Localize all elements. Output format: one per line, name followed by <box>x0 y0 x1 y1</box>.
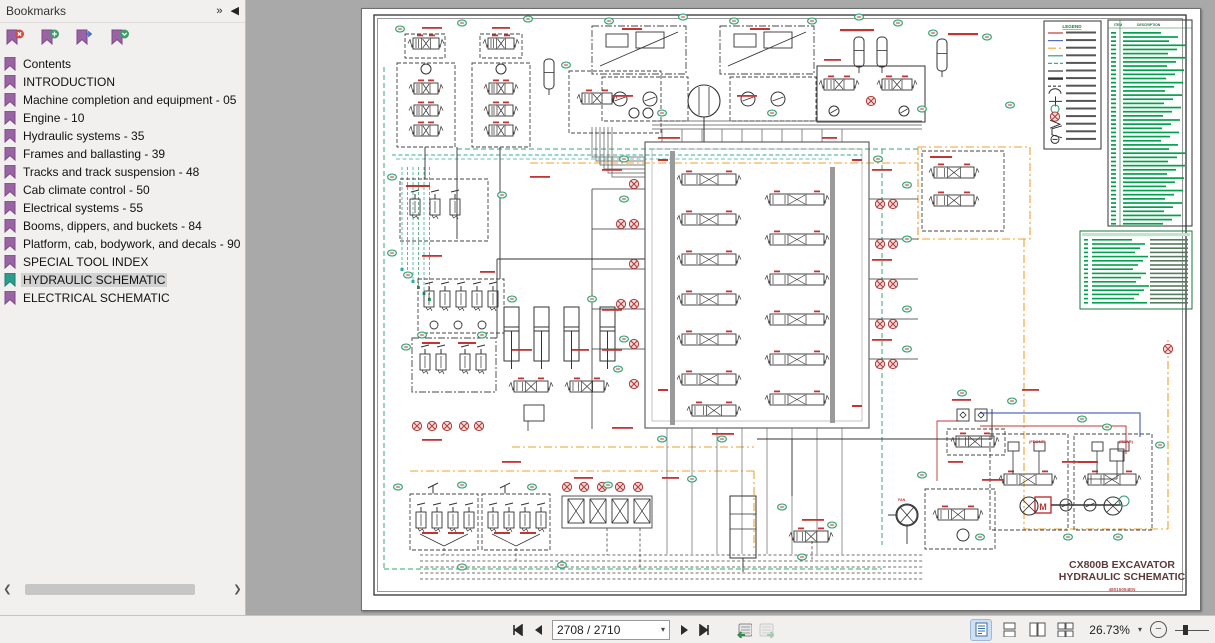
bookmarks-hscrollbar[interactable]: ❮ ❯ <box>0 582 245 597</box>
bookmark-item[interactable]: Electrical systems - 55 <box>0 199 245 217</box>
bookmark-flag-icon <box>4 273 16 287</box>
bookmarks-panel-header: Bookmarks » ◀ <box>0 0 245 23</box>
bookmark-item[interactable]: Booms, dippers, and buckets - 84 <box>0 217 245 235</box>
continuous-scroll-view-button[interactable] <box>999 620 1019 640</box>
zoom-level-value[interactable]: 26.73% <box>1089 622 1130 637</box>
bookmark-flag-icon <box>4 237 16 251</box>
hydraulic-schematic-drawing: CX800B EXCAVATOR HYDRAULIC SCHEMATIC 480… <box>373 13 1193 596</box>
first-page-button[interactable] <box>508 622 524 638</box>
bookmark-item[interactable]: Tracks and track suspension - 48 <box>0 163 245 181</box>
bookmark-item-label[interactable]: Tracks and track suspension - 48 <box>23 165 200 179</box>
bookmark-item-label[interactable]: Platform, cab, bodywork, and decals - 90 <box>23 237 241 251</box>
bookmark-item[interactable]: ELECTRICAL SCHEMATIC <box>0 289 245 307</box>
bookmark-item-label[interactable]: Electrical systems - 55 <box>23 201 144 215</box>
hscroll-left-arrow[interactable]: ❮ <box>0 582 15 597</box>
bookmark-item[interactable]: SPECIAL TOOL INDEX <box>0 253 245 271</box>
hscroll-track[interactable] <box>15 582 230 597</box>
bookmarks-toolbar <box>0 23 245 51</box>
previous-page-button[interactable] <box>530 622 546 638</box>
zoom-slider-track[interactable] <box>1175 629 1209 631</box>
bookmark-item-label[interactable]: Contents <box>23 57 72 71</box>
zoom-out-button[interactable]: − <box>1150 621 1167 638</box>
bookmark-item[interactable]: Platform, cab, bodywork, and decals - 90 <box>0 235 245 253</box>
next-page-button[interactable] <box>676 622 692 638</box>
schematic-title-block: CX800B EXCAVATOR HYDRAULIC SCHEMATIC 480… <box>1059 559 1186 592</box>
bookmark-item[interactable]: Machine completion and equipment - 05 <box>0 91 245 109</box>
bookmark-item-label[interactable]: Engine - 10 <box>23 111 85 125</box>
bookmark-item-label[interactable]: SPECIAL TOOL INDEX <box>23 255 149 269</box>
bookmark-flag-icon <box>4 147 16 161</box>
panel-options-icon[interactable]: » <box>216 4 223 17</box>
bookmark-flag-icon <box>4 291 16 305</box>
bookmark-item-label[interactable]: Machine completion and equipment - 05 <box>23 93 237 107</box>
bookmark-flag-icon <box>4 183 16 197</box>
bookmark-flag-icon <box>4 75 16 89</box>
bookmark-item[interactable]: HYDRAULIC SCHEMATIC <box>0 271 245 289</box>
schematic-title-line2: HYDRAULIC SCHEMATIC <box>1059 571 1186 583</box>
bookmarks-panel: Bookmarks » ◀ <box>0 0 246 615</box>
bookmark-add-icon <box>41 29 59 46</box>
bookmark-item[interactable]: Contents <box>0 55 245 73</box>
zoom-dropdown-caret-icon[interactable]: ▾ <box>1137 625 1142 634</box>
expand-bookmarks-button[interactable] <box>109 28 131 48</box>
bookmark-expand-icon <box>111 29 129 46</box>
parts-col-description: DESCRIPTION <box>1137 23 1161 27</box>
zoom-slider-handle[interactable] <box>1183 624 1188 635</box>
document-viewport[interactable]: CX800B EXCAVATOR HYDRAULIC SCHEMATIC 480… <box>246 0 1215 615</box>
two-page-view-button[interactable] <box>1027 620 1047 640</box>
bookmark-flag-icon <box>4 111 16 125</box>
hscroll-thumb[interactable] <box>25 584 195 595</box>
bookmark-item-label[interactable]: Hydraulic systems - 35 <box>23 129 145 143</box>
bookmark-item[interactable]: INTRODUCTION <box>0 73 245 91</box>
bookmark-flag-icon <box>4 255 16 269</box>
bookmark-item-label[interactable]: Booms, dippers, and buckets - 84 <box>23 219 202 233</box>
bookmark-item-label[interactable]: Frames and ballasting - 39 <box>23 147 166 161</box>
two-page-scroll-view-button[interactable] <box>1055 620 1075 640</box>
bookmarks-panel-title: Bookmarks <box>6 4 67 18</box>
bookmark-item-label[interactable]: Cab climate control - 50 <box>23 183 150 197</box>
bookmark-flag-icon <box>4 129 16 143</box>
bookmark-item[interactable]: Engine - 10 <box>0 109 245 127</box>
schematic-legend-labels: LEGEND ITEM DESCRIPTION FAN M (FRONT) (R… <box>898 23 1161 512</box>
next-view-button <box>758 622 774 638</box>
bookmark-flag-icon <box>4 201 16 215</box>
hscroll-right-arrow[interactable]: ❯ <box>230 582 245 597</box>
bookmark-flag-icon <box>4 219 16 233</box>
legend-title: LEGEND <box>1062 24 1082 29</box>
fan-label: FAN <box>898 498 906 502</box>
bookmark-item[interactable]: Cab climate control - 50 <box>0 181 245 199</box>
bookmark-flag-icon <box>4 165 16 179</box>
page-indicator[interactable]: 2708 / 2710 <box>557 622 621 637</box>
bookmark-item[interactable]: Frames and ballasting - 39 <box>0 145 245 163</box>
motor-label: M <box>1039 502 1047 512</box>
bookmark-goto-icon <box>76 29 93 46</box>
rear-label: (REAR) <box>1119 439 1134 444</box>
schematic-doc-number: 48015054EN <box>1109 587 1137 592</box>
bookmark-item-label[interactable]: INTRODUCTION <box>23 75 115 89</box>
page-number-field[interactable]: 2708 / 2710 ▾ <box>552 619 670 640</box>
parts-col-item: ITEM <box>1114 23 1122 27</box>
page-dropdown-caret-icon[interactable]: ▾ <box>660 625 665 634</box>
bookmark-flag-icon <box>4 57 16 71</box>
bottom-toolbar: 2708 / 2710 ▾ 26.73% ▾ − <box>0 615 1215 643</box>
front-label: (FRONT) <box>1029 439 1046 444</box>
bookmark-item-label[interactable]: ELECTRICAL SCHEMATIC <box>23 291 170 305</box>
delete-bookmark-button[interactable] <box>4 28 26 48</box>
zoom-slider[interactable] <box>1175 623 1209 637</box>
schematic-title-line1: CX800B EXCAVATOR <box>1069 559 1175 571</box>
previous-view-button[interactable] <box>736 622 752 638</box>
bookmark-flag-icon <box>4 93 16 107</box>
single-page-view-button[interactable] <box>970 618 993 641</box>
add-bookmark-button[interactable] <box>39 28 61 48</box>
bookmark-delete-icon <box>6 29 24 46</box>
panel-collapse-icon[interactable]: ◀ <box>230 4 239 17</box>
pdf-page: CX800B EXCAVATOR HYDRAULIC SCHEMATIC 480… <box>361 8 1201 611</box>
bookmark-item[interactable]: Hydraulic systems - 35 <box>0 127 245 145</box>
next-bookmark-button[interactable] <box>74 28 96 48</box>
bookmark-item-label[interactable]: HYDRAULIC SCHEMATIC <box>21 273 168 287</box>
last-page-button[interactable] <box>698 622 714 638</box>
